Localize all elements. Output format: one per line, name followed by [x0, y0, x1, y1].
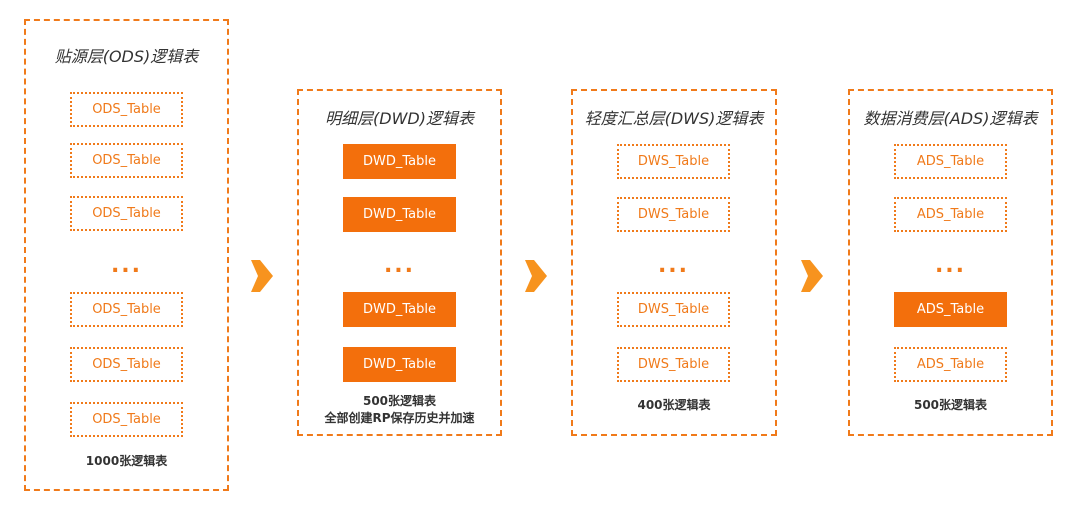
- panel-summary: 500张逻辑表: [850, 397, 1051, 414]
- table-box[interactable]: ODS_Table: [70, 92, 183, 127]
- table-box[interactable]: ODS_Table: [70, 347, 183, 382]
- panel-summary: 500张逻辑表 全部创建RP保存历史并加速: [299, 393, 500, 427]
- arrow-right-icon: [525, 260, 547, 292]
- table-box[interactable]: DWS_Table: [617, 347, 730, 382]
- summary-line: 500张逻辑表: [362, 394, 437, 408]
- table-box[interactable]: ADS_Table: [894, 144, 1007, 179]
- table-box[interactable]: ODS_Table: [70, 143, 183, 178]
- table-box[interactable]: ADS_Table: [894, 292, 1007, 327]
- table-box[interactable]: ODS_Table: [70, 402, 183, 437]
- panel-title: 轻度汇总层(DWS)逻辑表: [584, 109, 764, 128]
- table-box[interactable]: ODS_Table: [70, 292, 183, 327]
- panel-ads: 数据消费层(ADS)逻辑表 ADS_Table ADS_Table ... AD…: [848, 89, 1053, 436]
- table-box[interactable]: DWD_Table: [343, 347, 456, 382]
- summary-line: 1000张逻辑表: [85, 454, 168, 468]
- ellipsis: ...: [934, 253, 967, 278]
- summary-line: 全部创建RP保存历史并加速: [324, 411, 475, 425]
- panel-summary: 1000张逻辑表: [26, 453, 227, 470]
- ellipsis: ...: [657, 253, 690, 278]
- panel-title: 明细层(DWD)逻辑表: [325, 109, 474, 128]
- table-box[interactable]: DWS_Table: [617, 144, 730, 179]
- panel-dws: 轻度汇总层(DWS)逻辑表 DWS_Table DWS_Table ... DW…: [571, 89, 777, 436]
- table-box[interactable]: ODS_Table: [70, 196, 183, 231]
- panel-dwd: 明细层(DWD)逻辑表 DWD_Table DWD_Table ... DWD_…: [297, 89, 502, 436]
- table-box[interactable]: ADS_Table: [894, 197, 1007, 232]
- arrow-right-icon: [251, 260, 273, 292]
- table-box[interactable]: DWS_Table: [617, 292, 730, 327]
- panel-title: 贴源层(ODS)逻辑表: [54, 47, 199, 66]
- ellipsis: ...: [110, 253, 143, 278]
- panel-ods: 贴源层(ODS)逻辑表 ODS_Table ODS_Table ODS_Tabl…: [24, 19, 229, 491]
- panel-summary: 400张逻辑表: [573, 397, 775, 414]
- table-box[interactable]: DWS_Table: [617, 197, 730, 232]
- summary-line: 400张逻辑表: [637, 398, 711, 412]
- ellipsis: ...: [383, 253, 416, 278]
- table-box[interactable]: DWD_Table: [343, 144, 456, 179]
- arrow-right-icon: [801, 260, 823, 292]
- table-box[interactable]: ADS_Table: [894, 347, 1007, 382]
- table-box[interactable]: DWD_Table: [343, 292, 456, 327]
- summary-line: 500张逻辑表: [913, 398, 988, 412]
- table-box[interactable]: DWD_Table: [343, 197, 456, 232]
- panel-title: 数据消费层(ADS)逻辑表: [863, 109, 1038, 128]
